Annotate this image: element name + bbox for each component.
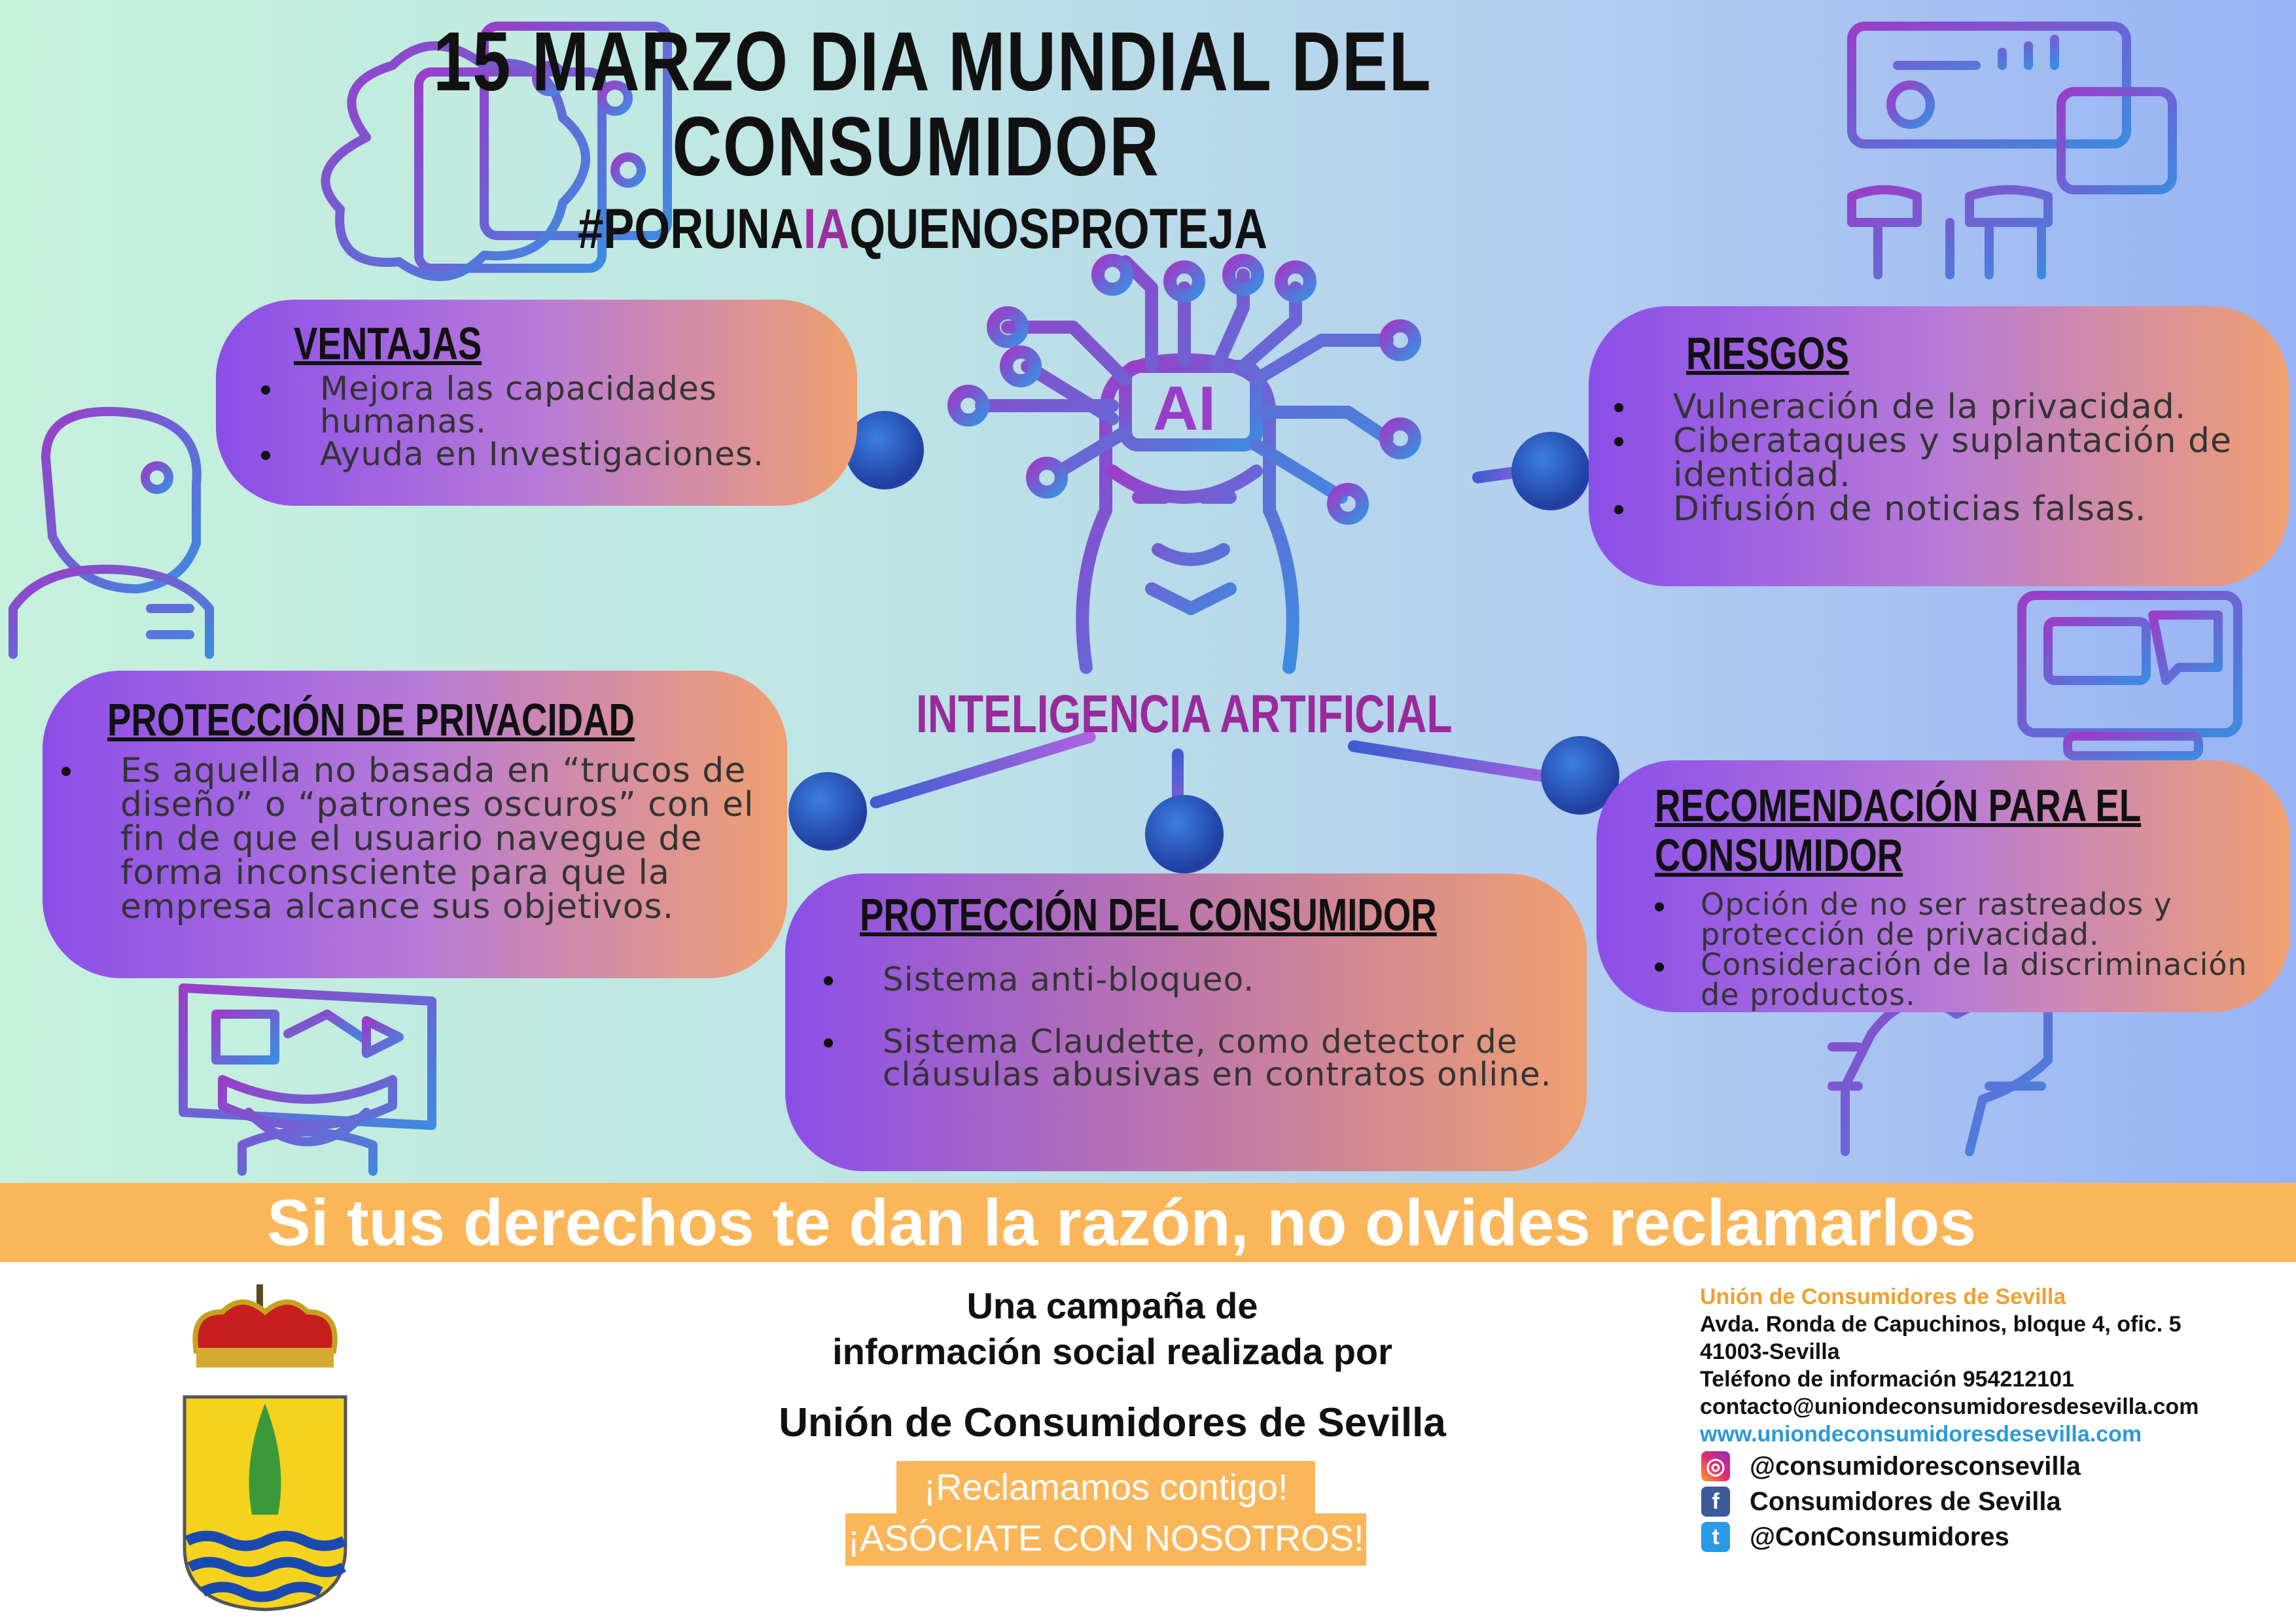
ai-head-icon [947, 254, 1421, 674]
social-label: @consumidoresconsevilla [1750, 1452, 2081, 1481]
list-item: Difusión de noticias falsas. [1614, 492, 2270, 526]
hashtag: #PORUNAIAQUENOSPROTEJA [467, 196, 1379, 262]
vr-headset-icon [179, 983, 436, 1176]
social-label: @ConConsumidores [1750, 1523, 2009, 1551]
contact-address: Avda. Ronda de Capuchinos, bloque 4, ofi… [1700, 1312, 2181, 1337]
human-robot-face-icon [9, 406, 214, 659]
contact-city: 41003-Sevilla [1700, 1339, 1840, 1364]
infographic-poster: AI 15 MARZO DIA MUNDIAL DEL CONSUMIDOR #… [0, 0, 2296, 1183]
list-item: Sistema anti-bloqueo. [824, 963, 1561, 996]
recomendacion-title-line-2: CONSUMIDOR [1655, 830, 1903, 881]
connector-dot [1511, 432, 1590, 510]
social-instagram[interactable]: ◎ @consumidoresconsevilla [1701, 1451, 2081, 1481]
title-line-1: 15 MARZO DIA MUNDIAL DEL [433, 15, 1432, 109]
hashtag-highlight: IA [803, 198, 850, 260]
recomendacion-box: RECOMENDACIÓN PARA EL CONSUMIDOR Opción … [1597, 760, 2290, 1012]
connector-dot [1145, 795, 1224, 873]
social-label: Consumidores de Sevilla [1750, 1487, 2061, 1516]
contact-org: Unión de Consumidores de Sevilla [1700, 1284, 2066, 1309]
social-twitter[interactable]: t @ConConsumidores [1701, 1522, 2009, 1552]
twitter-icon: t [1701, 1522, 1730, 1552]
computer-chat-icon [2017, 591, 2242, 760]
slogan-badge-2[interactable]: ¡ASÓCIATE CON NOSOTROS! [845, 1513, 1366, 1566]
campaign-line-1: Una campaña de [966, 1285, 1258, 1326]
contact-phone: Teléfono de información 954212101 [1700, 1367, 2074, 1392]
presentation-robot-icon [1847, 22, 2177, 279]
consumidor-title: PROTECCIÓN DEL CONSUMIDOR [860, 889, 1437, 940]
title-line-2: CONSUMIDOR [672, 100, 1160, 194]
center-label: INTELIGENCIA ARTIFICIAL [916, 684, 1453, 744]
connector-dot [845, 411, 924, 489]
riesgos-box: RIESGOS Vulneración de la privacidad. Ci… [1589, 306, 2289, 586]
hashtag-pre: #PORUNA [577, 198, 804, 260]
list-item: Ayuda en Investigaciones. [261, 438, 825, 470]
privacidad-box: PROTECCIÓN DE PRIVACIDAD Es aquella no b… [43, 671, 787, 978]
consumidor-box: PROTECCIÓN DEL CONSUMIDOR Sistema anti-b… [785, 873, 1587, 1171]
privacidad-title: PROTECCIÓN DE PRIVACIDAD [107, 694, 635, 745]
list-item: Opción de no ser rastreados y protección… [1655, 889, 2271, 949]
list-item: Consideración de la discriminación de pr… [1655, 949, 2271, 1010]
municipal-crest-logo [183, 1284, 347, 1612]
campaign-line-2: información social realizada por [832, 1331, 1392, 1372]
list-item: Mejora las capacidades humanas. [261, 372, 771, 438]
slogan-badge-1: ¡Reclamamos contigo! [896, 1461, 1315, 1513]
connector-dot [1541, 736, 1619, 815]
instagram-icon: ◎ [1701, 1451, 1730, 1481]
social-facebook[interactable]: f Consumidores de Sevilla [1701, 1487, 2061, 1517]
list-item: Sistema Claudette, como detector de cláu… [824, 1025, 1561, 1091]
organization-name: Unión de Consumidores de Sevilla [779, 1400, 1446, 1445]
slogan-text: Si tus derechos te dan la razón, no olvi… [267, 1186, 1976, 1260]
ventajas-box: VENTAJAS Mejora las capacidades humanas.… [216, 300, 857, 506]
ventajas-title: VENTAJAS [294, 318, 482, 369]
list-item: Es aquella no basada en “trucos de diseñ… [62, 754, 768, 924]
facebook-icon: f [1701, 1487, 1730, 1517]
connector-dot [788, 772, 867, 851]
list-item: Vulneración de la privacidad. [1614, 390, 2270, 424]
contact-email[interactable]: contacto@uniondeconsumidoresdesevilla.co… [1700, 1394, 2199, 1419]
brain-icon [321, 22, 672, 306]
list-item: Ciberataques y suplantación de identidad… [1614, 424, 2262, 492]
ai-chip-label: AI [1153, 374, 1216, 444]
riesgos-title: RIESGOS [1686, 328, 1849, 379]
hashtag-post: QUENOSPROTEJA [849, 198, 1268, 260]
recomendacion-title-line-1: RECOMENDACIÓN PARA EL [1655, 780, 2142, 831]
contact-website-link[interactable]: www.uniondeconsumidoresdesevilla.com [1700, 1422, 2142, 1447]
slogan-band: Si tus derechos te dan la razón, no olvi… [0, 1183, 2296, 1262]
